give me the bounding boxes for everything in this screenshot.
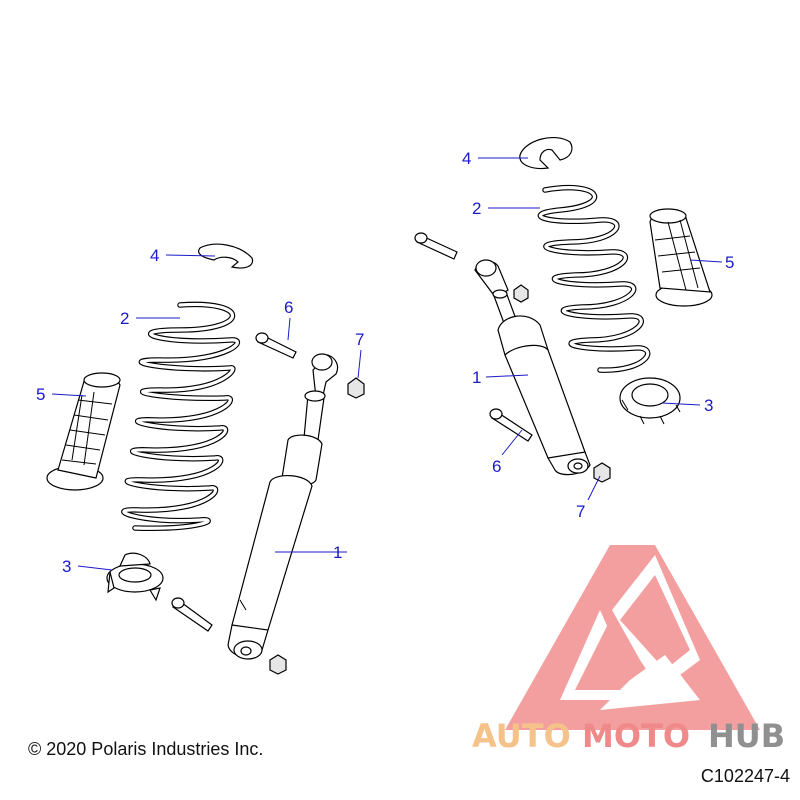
leader-left-7 <box>357 349 362 379</box>
right-coil-spring <box>537 184 651 373</box>
left-spring-seat <box>106 552 164 602</box>
left-lower-bolt <box>171 597 213 632</box>
left-spring-retainer <box>198 243 254 269</box>
copyright-text: © 2020 Polaris Industries Inc. <box>28 739 264 759</box>
callout-left-nut: 7 <box>355 330 364 349</box>
left-lower-nut <box>269 654 287 675</box>
figure-id: C102247-4 <box>700 766 790 786</box>
right-upper-nut <box>513 284 529 303</box>
leader-right-7 <box>587 475 601 501</box>
watermark-moto: MOTO <box>582 717 690 755</box>
right-bump-stop <box>649 208 713 307</box>
callout-left-seat: 3 <box>62 557 71 576</box>
callout-left-bolt: 6 <box>284 298 293 317</box>
right-spring-retainer <box>519 136 573 170</box>
right-upper-bolt <box>414 232 458 260</box>
watermark-auto: AUTO <box>472 717 571 755</box>
leader-left-6 <box>287 317 291 341</box>
callout-right-shock: 1 <box>472 368 481 387</box>
callout-right-bolt: 6 <box>492 457 501 476</box>
leader-left-3 <box>77 565 113 571</box>
callout-right-nut: 7 <box>576 502 585 521</box>
left-bump-stop <box>46 372 121 491</box>
right-shock-absorber <box>474 259 591 476</box>
callout-left-retainer: 4 <box>150 246 159 265</box>
callout-right-retainer: 4 <box>462 149 471 168</box>
callout-right-bumper: 5 <box>725 253 734 272</box>
leader-right-1 <box>485 374 529 378</box>
left-upper-nut <box>347 377 365 399</box>
left-shock-absorber <box>227 353 339 660</box>
callout-left-shock: 1 <box>333 543 342 562</box>
callout-left-spring: 2 <box>120 309 129 328</box>
left-upper-bolt <box>255 332 297 359</box>
leader-right-5 <box>689 259 723 263</box>
callout-right-seat: 3 <box>704 396 713 415</box>
left-coil-spring <box>121 301 241 531</box>
leader-left-4 <box>165 254 216 257</box>
leader-right-3 <box>661 402 701 406</box>
callout-left-bumper: 5 <box>36 385 45 404</box>
leader-right-6 <box>501 429 523 456</box>
right-lower-bolt <box>489 408 533 442</box>
right-spring-seat <box>619 377 681 425</box>
watermark-hub: HUB <box>708 717 785 755</box>
right-lower-nut <box>593 462 611 483</box>
callout-right-spring: 2 <box>472 199 481 218</box>
leader-left-5 <box>51 393 87 397</box>
watermark-logo <box>505 545 760 730</box>
